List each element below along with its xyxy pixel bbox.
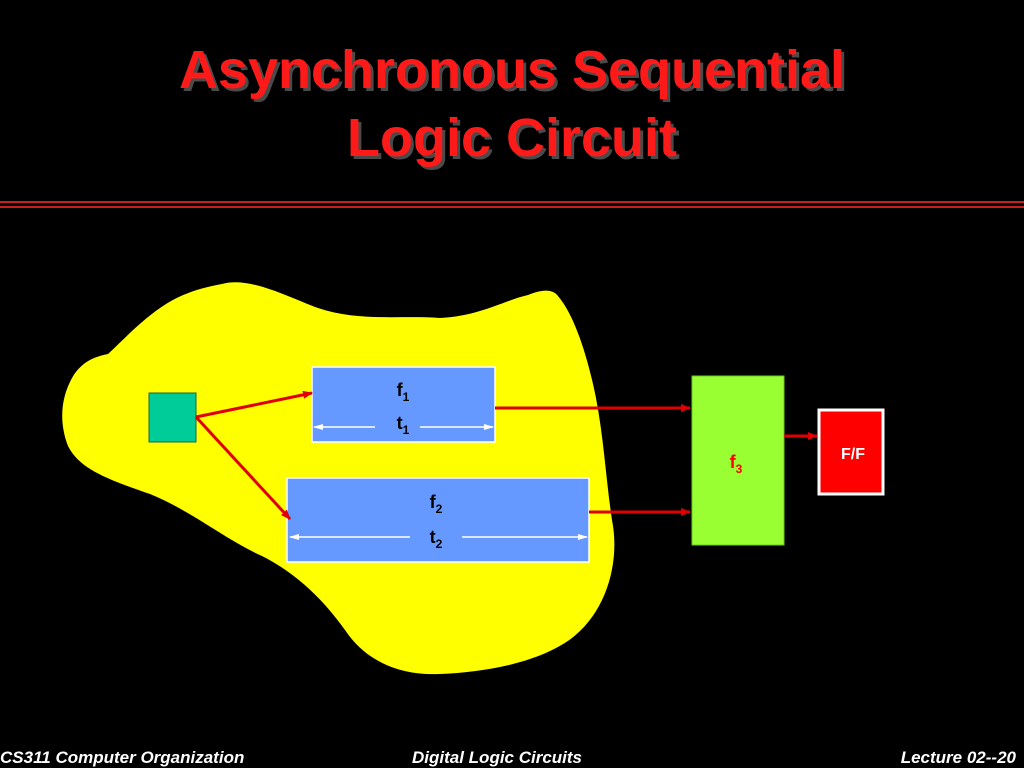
block-f1-label: f1 [397,380,410,404]
block-f1-time-label: t1 [397,413,410,437]
title-line-2: Logic Circuit [346,108,677,168]
flipflop-label: F/F [841,446,865,463]
arrow-source-to-f1 [195,390,313,419]
block-f2-label: f2 [430,492,443,516]
block-f3-label: f3 [730,452,743,476]
block-f2-time-label: t2 [430,527,443,551]
title-line-1: Asynchronous Sequential [178,40,846,100]
block-f1 [311,366,496,443]
flipflop-block [817,408,885,496]
footer-course: CS311 Computer Organization [0,748,245,767]
title-rule-top [0,201,1024,203]
block-f3 [691,375,785,546]
input-source-block [148,392,197,443]
footer-topic: Digital Logic Circuits [412,748,583,767]
block-f2 [286,477,590,563]
title-rule-bottom [0,206,1024,208]
arrow-source-to-f2 [194,415,292,521]
footer-lecture: Lecture 02--20 [900,748,1016,767]
slide-title: Asynchronous Sequential Logic Circuit [0,36,1024,172]
